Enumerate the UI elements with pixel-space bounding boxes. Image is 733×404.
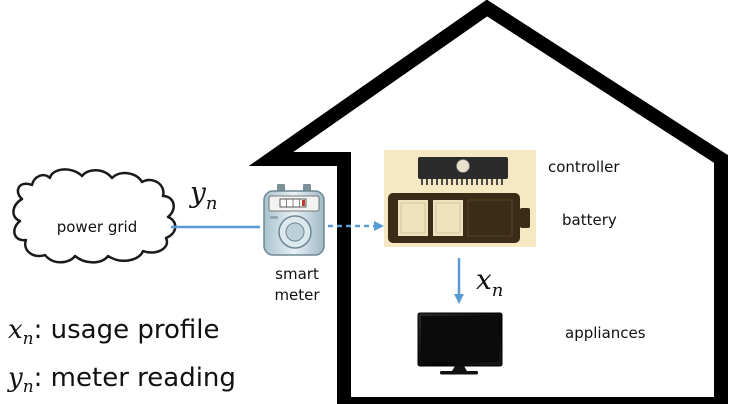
controller-label: controller [548, 158, 620, 176]
battery-label: battery [562, 211, 617, 229]
controller-battery-panel [384, 150, 536, 247]
y-n-label: yn [188, 176, 217, 214]
gas-meter-icon [263, 184, 325, 256]
house-outline [248, 0, 728, 404]
power-grid-label: power grid [57, 218, 138, 236]
battery-to-appliances-edge: xn [454, 258, 503, 304]
legend-item-meter-reading: yn: meter reading [7, 363, 236, 397]
legend: xn: usage profile yn: meter reading [7, 315, 236, 397]
appliances-label: appliances [565, 324, 646, 342]
cloud-icon [12, 168, 177, 264]
smart-meter-node: smart meter [263, 184, 325, 304]
microchip-icon [418, 157, 508, 185]
power-grid-node: power grid [12, 168, 177, 264]
x-n-label: xn [476, 263, 503, 301]
smart-meter-label-line2: meter [274, 286, 320, 304]
appliances-node: appliances [417, 312, 646, 375]
battery-icon [388, 193, 530, 243]
smart-meter-label-line1: smart [275, 265, 319, 283]
television-icon [417, 312, 503, 375]
grid-to-meter-edge: yn [171, 176, 260, 229]
legend-item-usage-profile: xn: usage profile [8, 315, 220, 349]
